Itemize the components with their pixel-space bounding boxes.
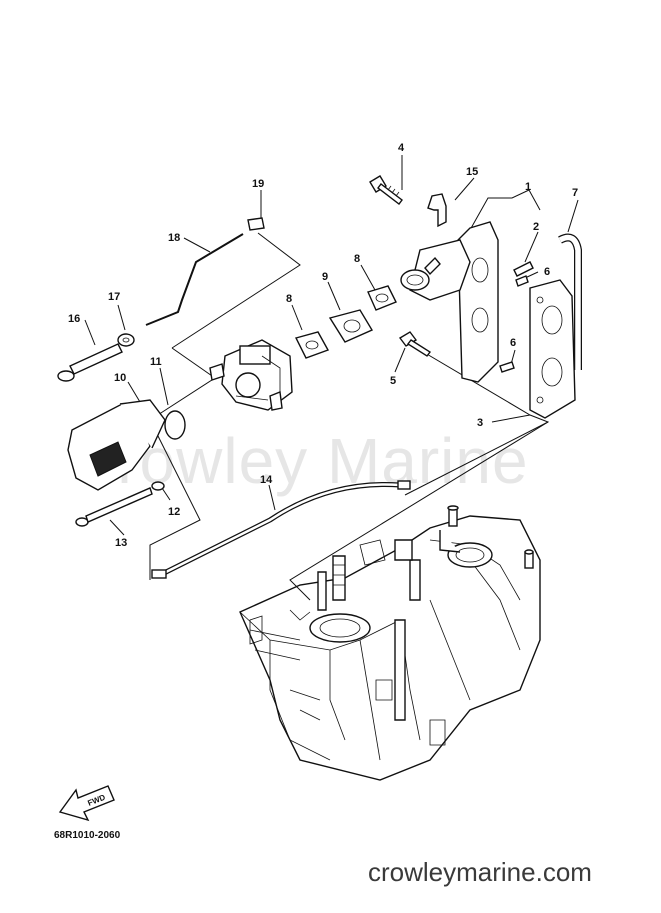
callout-4: 4 [398, 142, 405, 154]
nut-12 [151, 481, 165, 491]
callout-labels: 1 2 3 4 5 6 6 7 8 8 9 10 11 12 13 14 15 … [68, 142, 578, 549]
bolt-5 [398, 331, 432, 357]
clamp-15 [427, 193, 447, 228]
insulator-9 [328, 309, 374, 343]
callout-19: 19 [252, 178, 264, 190]
callout-17: 17 [108, 291, 120, 303]
gasket-3 [529, 279, 576, 419]
callout-13: 13 [115, 537, 127, 549]
carburetor [209, 339, 293, 411]
grommet-17 [117, 333, 135, 347]
dowel-2 [513, 261, 534, 277]
gasket-8-b [294, 331, 330, 359]
gasket-8-a [367, 285, 397, 311]
callout-12: 12 [168, 506, 180, 518]
leader-lines [84, 155, 579, 601]
bolt-4 [369, 175, 403, 205]
bolt-13 [75, 487, 153, 527]
o-ring-11 [164, 410, 186, 440]
callout-10: 10 [114, 372, 126, 384]
clip-19 [247, 217, 265, 231]
callout-18: 18 [168, 232, 180, 244]
callout-11: 11 [150, 356, 162, 368]
bolt-16 [57, 343, 123, 382]
callout-7: 7 [572, 187, 578, 199]
callout-6b: 6 [510, 337, 516, 349]
callout-9: 9 [322, 271, 328, 283]
callout-8a: 8 [354, 253, 360, 265]
link-rod-18 [145, 233, 244, 326]
callout-3: 3 [477, 417, 483, 429]
callout-8b: 8 [286, 293, 292, 305]
callout-15: 15 [466, 166, 478, 178]
footer-site: crowleymarine.com [368, 857, 592, 887]
callout-6a: 6 [544, 266, 550, 278]
fwd-arrow-icon: FWD [58, 785, 115, 822]
callout-16: 16 [68, 313, 80, 325]
pin-6 [499, 275, 529, 373]
silencer-10 [67, 399, 166, 491]
cable-14 [151, 480, 411, 579]
callout-1: 1 [525, 181, 531, 193]
hose-7 [558, 233, 582, 370]
callout-14: 14 [260, 474, 273, 486]
callout-5: 5 [390, 375, 396, 387]
callout-2: 2 [533, 221, 539, 233]
intake-manifold-1 [400, 221, 499, 383]
engine-block [239, 505, 541, 781]
drawing-code: 68R1010-2060 [54, 830, 121, 841]
